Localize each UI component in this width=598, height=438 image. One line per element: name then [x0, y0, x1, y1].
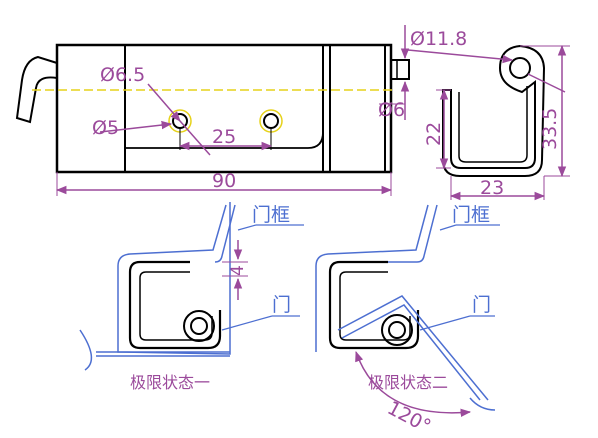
dim-hole-spacing: 25 — [212, 126, 236, 148]
label-door-frame: 门框 — [252, 204, 290, 226]
hinge-profile — [128, 260, 222, 350]
dim-open-angle: 120° — [384, 397, 435, 438]
hinge-tab — [15, 55, 58, 124]
limit-state-one: 4 门框 门 极限状态一 — [79, 202, 304, 392]
front-view: Ø6.5 Ø5 25 90 Ø6 — [15, 25, 410, 196]
leader-hole-small — [99, 120, 173, 133]
dim-pin-diameter: Ø6 — [378, 99, 405, 121]
label-door: 门 — [472, 294, 491, 316]
dim-barrel-diameter: Ø11.8 — [410, 28, 467, 50]
dim-clearance: 4 — [228, 265, 248, 276]
hinge-side-profile — [442, 44, 546, 177]
hinge-profile — [328, 260, 420, 350]
dim-overall-length: 90 — [212, 170, 236, 192]
hinge-barrel — [183, 310, 215, 342]
dim-inner-height: 22 — [423, 122, 445, 146]
caption-limit-state-two: 极限状态二 — [368, 373, 448, 392]
caption-limit-state-one: 极限状态一 — [130, 373, 210, 392]
angle-arc — [355, 351, 472, 418]
label-door-frame: 门框 — [452, 204, 490, 226]
hinge-pin — [390, 59, 410, 80]
plate-recess — [124, 45, 324, 164]
dim-outer-height: 33.5 — [539, 108, 561, 150]
limit-state-two: 120° 门框 门 极限状态二 — [315, 204, 500, 438]
hinge-plate — [55, 43, 393, 174]
side-view: Ø11.8 33.5 22 23 — [407, 28, 570, 201]
leader-hole-large — [147, 83, 181, 122]
door-line — [79, 329, 93, 371]
label-door: 门 — [272, 294, 291, 316]
barrel — [509, 57, 531, 79]
mounting-hole — [263, 113, 279, 129]
door-frame-outline — [117, 202, 231, 355]
dim-hole-large: Ø6.5 — [100, 64, 145, 86]
dim-side-width: 23 — [480, 177, 504, 199]
door-frame-outline — [315, 204, 429, 352]
hinge-barrel — [381, 314, 413, 346]
dim-hole-small: Ø5 — [92, 117, 119, 139]
